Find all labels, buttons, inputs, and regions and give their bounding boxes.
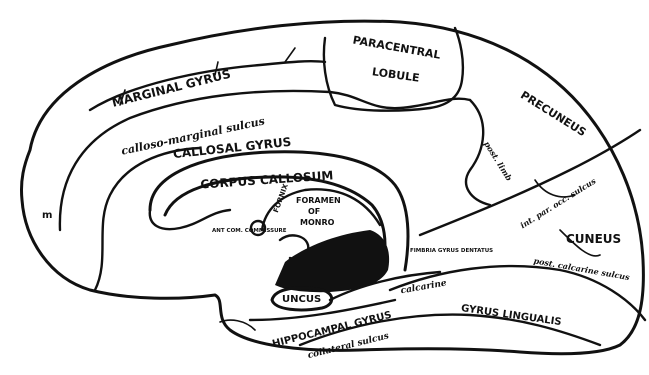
label-int-par-occ-sulcus: int. par. occ. sulcus	[518, 175, 598, 230]
label-fimbria-gyrus-dentatus: FIMBRIA GYRUS DENTATUS	[410, 248, 493, 254]
label-foramen: FORAMEN	[296, 196, 341, 205]
label-gyrus-lingualis: GYRUS LINGUALIS	[460, 303, 562, 328]
label-precuneus: PRECUNEUS	[518, 89, 588, 140]
label-corpus-callosum: CORPUS CALLOSUM	[200, 168, 334, 191]
calloso-marginal-sulcus-line	[60, 91, 470, 230]
label-lobule: LOBULE	[371, 65, 420, 85]
label-monro: MONRO	[300, 218, 335, 227]
label-uncus: UNCUS	[282, 294, 321, 305]
genu-curve	[150, 210, 230, 229]
precuneus-sulcus-line	[466, 100, 490, 205]
label-marginal-gyrus: MARGINAL GYRUS	[111, 67, 233, 110]
label-paracentral: PARACENTRAL	[352, 34, 442, 62]
label-post-limb: post. limb	[482, 139, 514, 183]
label-calcarine: calcarine	[400, 278, 448, 296]
label-frontal-mark: m	[42, 210, 52, 221]
label-ant-commissure: ANT COM. COMMISSURE	[212, 228, 287, 234]
label-fornix: FORNIX	[272, 182, 290, 213]
label-of: OF	[308, 207, 320, 216]
label-cuneus: CUNEUS	[566, 232, 621, 246]
branch-sulcus-3	[285, 48, 295, 62]
